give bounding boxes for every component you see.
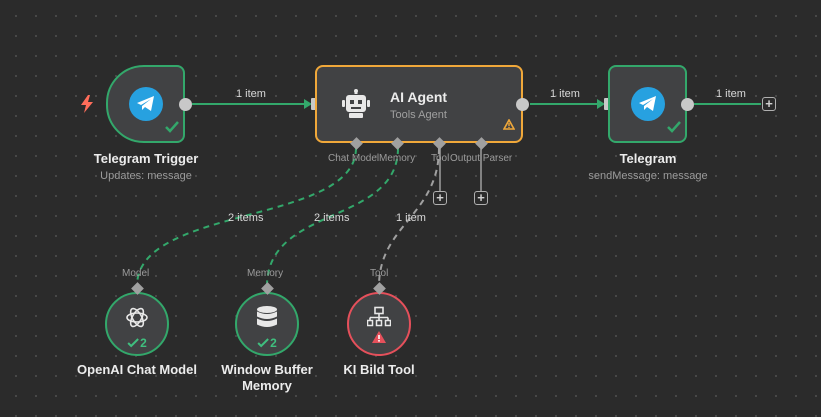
add-next-node-button[interactable]: + — [762, 97, 776, 111]
ki-bild-tool-node[interactable] — [347, 292, 411, 356]
telegram-icon — [630, 87, 665, 121]
port-label-chat-model: Chat Model — [328, 153, 380, 164]
trigger-bolt-icon — [80, 95, 94, 118]
port-label-memory-sub: Memory — [247, 268, 284, 279]
robot-icon — [341, 89, 371, 124]
telegram-node[interactable] — [608, 65, 687, 143]
success-check-icon — [667, 120, 681, 138]
add-tool-button[interactable]: + — [433, 191, 447, 205]
port-label-tool-sub: Tool — [370, 268, 389, 279]
memory-title-line2: Memory — [242, 378, 292, 393]
trigger-subtitle: Updates: message — [100, 170, 192, 182]
edge-label-memory: 2 items — [314, 212, 350, 224]
openai-run-count: 2 — [127, 336, 147, 350]
agent-title: AI Agent — [390, 89, 448, 105]
edge-label-agent-telegram: 1 item — [550, 88, 580, 100]
memory-title-line1: Window Buffer — [221, 362, 313, 377]
edge-label-tool: 1 item — [396, 212, 426, 224]
openai-icon — [124, 305, 150, 336]
telegram-trigger-node[interactable] — [106, 65, 185, 143]
database-icon — [256, 306, 278, 335]
edge-label-telegram-out: 1 item — [716, 88, 746, 100]
agent-subtitle: Tools Agent — [390, 109, 447, 121]
port-label-model: Model — [122, 268, 150, 279]
port-label-tool: Tool — [431, 153, 450, 164]
edge-model-link[interactable] — [136, 147, 357, 287]
openai-count-value: 2 — [140, 336, 147, 350]
openai-chat-model-node[interactable]: 2 — [105, 292, 169, 356]
edge-label-model: 2 items — [228, 212, 264, 224]
arrow-agent-telegram — [597, 99, 605, 109]
success-check-icon — [165, 120, 179, 138]
memory-run-count: 2 — [257, 336, 277, 350]
network-icon — [366, 307, 392, 334]
telegram-subtitle: sendMessage: message — [588, 170, 708, 182]
telegram-icon — [128, 87, 163, 121]
telegram-title: Telegram — [619, 151, 677, 166]
tool-title: KI Bild Tool — [343, 362, 415, 377]
warning-icon — [502, 117, 516, 135]
agent-input-handle[interactable] — [311, 98, 317, 110]
ai-agent-node[interactable]: AI Agent Tools Agent — [315, 65, 523, 143]
trigger-output-handle[interactable] — [179, 98, 192, 111]
port-label-output-parser: Output Parser — [450, 153, 513, 164]
edge-label-trigger-agent: 1 item — [236, 88, 266, 100]
add-output-parser-button[interactable]: + — [474, 191, 488, 205]
edge-tool-link[interactable] — [378, 147, 440, 287]
openai-title: OpenAI Chat Model — [77, 362, 197, 377]
telegram-input-handle[interactable] — [604, 98, 610, 110]
memory-count-value: 2 — [270, 336, 277, 350]
arrow-trigger-agent — [304, 99, 312, 109]
agent-output-handle[interactable] — [516, 98, 529, 111]
port-label-memory: Memory — [379, 153, 416, 164]
error-icon — [372, 330, 386, 348]
edge-memory-link[interactable] — [266, 147, 399, 287]
window-buffer-memory-node[interactable]: 2 — [235, 292, 299, 356]
trigger-title: Telegram Trigger — [93, 151, 199, 166]
memory-title: Window Buffer Memory — [192, 362, 342, 394]
telegram-output-handle[interactable] — [681, 98, 694, 111]
